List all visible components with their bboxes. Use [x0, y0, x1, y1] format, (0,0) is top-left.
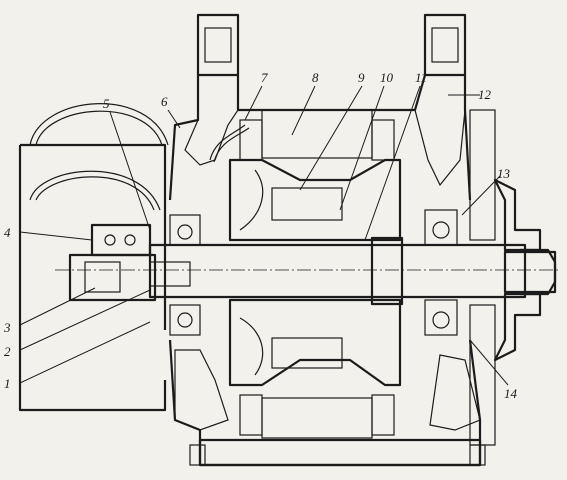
callout-7: 7: [261, 70, 268, 85]
callout-9: 9: [358, 70, 365, 85]
stator-leads: [209, 124, 246, 161]
callout-2: 2: [4, 344, 11, 359]
rotor: [228, 158, 402, 387]
callout-4: 4: [4, 225, 11, 240]
bearing-drive-end: [424, 209, 458, 336]
fan-impeller: [469, 109, 496, 446]
callout-11: 11: [415, 70, 427, 85]
shaft: [148, 236, 557, 306]
mounting-lug-drive-end: [196, 13, 240, 77]
callout-10: 10: [380, 70, 394, 85]
callout-6: 6: [161, 94, 168, 109]
bearing-slip-ring-end: [169, 214, 201, 336]
leader-lines: [19, 85, 509, 386]
air-duct: [18, 103, 169, 412]
pulley: [493, 178, 542, 362]
callout-3: 3: [3, 320, 11, 335]
pulley-nut: [520, 248, 557, 296]
brush-holder: [68, 223, 191, 302]
callout-8: 8: [312, 70, 319, 85]
callout-13: 13: [497, 166, 511, 181]
callout-1: 1: [4, 376, 11, 391]
callout-labels: 1 2 3 4 5 6 7 8 9 10 11 12 13 14: [3, 70, 518, 401]
field-coil-lower: [271, 337, 343, 369]
callout-5: 5: [103, 96, 110, 111]
callout-14: 14: [504, 386, 518, 401]
callout-12: 12: [478, 87, 492, 102]
mounting-lug-pulley-end: [423, 13, 467, 77]
field-coil-upper: [271, 187, 343, 221]
